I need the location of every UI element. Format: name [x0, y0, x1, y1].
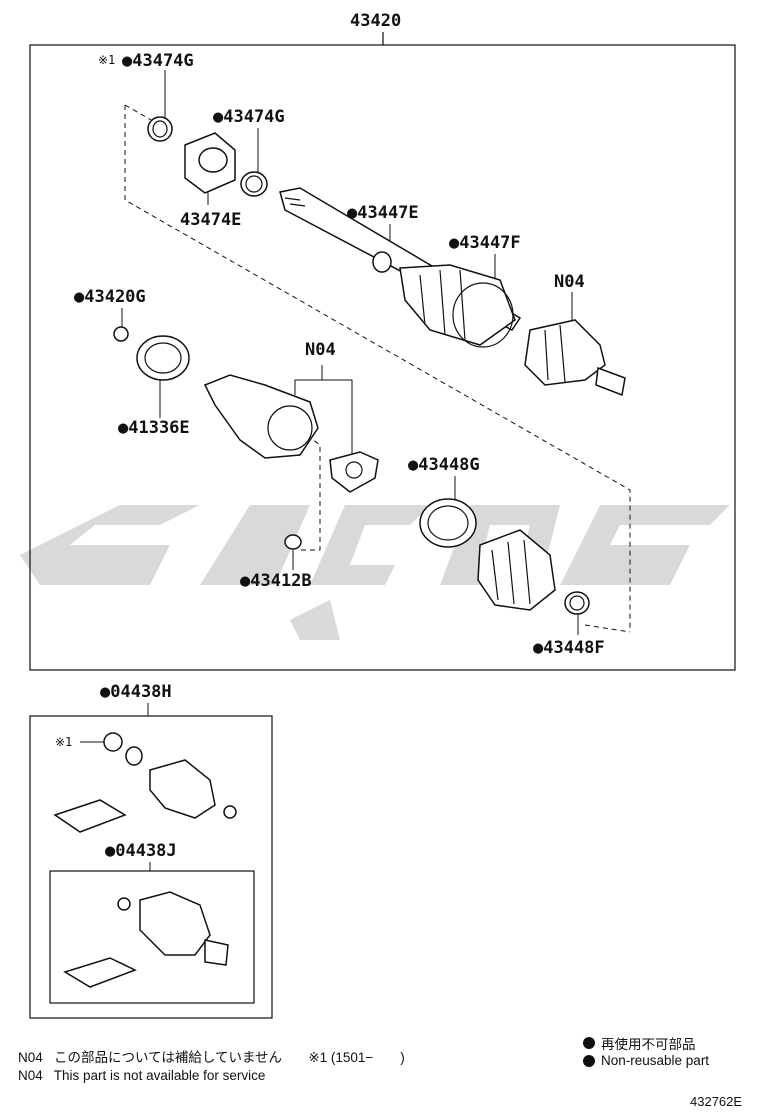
snap-ring-43412B [284, 534, 302, 550]
kit1-mark: ※1 [55, 735, 72, 749]
part-43447E: ●43447E [347, 203, 419, 223]
inner-joint-housing [203, 374, 319, 459]
note-en-text: This part is not available for service [53, 1068, 266, 1083]
note-jp-mark: ※1 (1501− ) [308, 1050, 405, 1065]
part-N04-a: N04 [554, 272, 585, 292]
note-jp: N04 この部品については補給していません ※1 (1501− ) [18, 1046, 405, 1066]
kit1-frame [29, 715, 273, 1019]
clamp-43448G [419, 498, 477, 548]
kit2-frame [49, 870, 255, 1004]
damper-43474E [184, 132, 236, 194]
part-43420G: ●43420G [74, 287, 146, 307]
part-43447F: ●43447F [449, 233, 521, 253]
part-43474E: 43474E [180, 210, 241, 230]
illustration-id: 432762E [690, 1094, 743, 1109]
clamp-43474G-a [147, 116, 173, 142]
part-43412B: ●43412B [240, 571, 312, 591]
part-N04-b: N04 [305, 340, 336, 360]
non-reusable-dot-icon [583, 1054, 595, 1067]
legend-en-text: Non-reusable part [601, 1053, 710, 1068]
boot-43447F [399, 264, 516, 348]
part-43448G: ●43448G [408, 455, 480, 475]
dashed-outline-b [124, 104, 161, 126]
kit1-number: ●04438H [100, 682, 172, 702]
note-jp-text: この部品については補給していません [54, 1050, 283, 1065]
main-part-number: 43420 [350, 11, 401, 31]
boot-inner [477, 529, 556, 611]
note-en-code: N04 [18, 1068, 43, 1083]
legend-en: Non-reusable part [583, 1053, 709, 1068]
clamp-43447E [372, 251, 392, 273]
part-mark-43474G-a: ※1 [98, 53, 115, 67]
clamp-43474G-b [240, 171, 268, 197]
legend-jp: 再使用不可部品 [583, 1033, 696, 1053]
legend-jp-text: 再使用不可部品 [601, 1037, 696, 1052]
clamp-43448F [564, 591, 590, 615]
non-reusable-dot-icon [583, 1037, 595, 1049]
ring-43420G [113, 326, 129, 342]
dashed-outline-d [584, 624, 631, 633]
kit2-parts [63, 891, 229, 988]
watermark-logo [20, 505, 730, 640]
part-43474G-b: ●43474G [213, 107, 285, 127]
ring-41336E [136, 335, 190, 381]
part-43448F: ●43448F [533, 638, 605, 658]
part-43474G-a: ●43474G [122, 51, 194, 71]
note-jp-code: N04 [18, 1050, 43, 1065]
outer-joint-N04 [524, 319, 626, 397]
dashed-outline [124, 105, 631, 632]
kit1-parts [53, 732, 237, 833]
leader-lines [121, 70, 579, 635]
note-en: N04 This part is not available for servi… [18, 1068, 265, 1083]
tripod-N04 [329, 451, 379, 493]
kit2-number: ●04438J [105, 841, 177, 861]
part-41336E: ●41336E [118, 418, 190, 438]
